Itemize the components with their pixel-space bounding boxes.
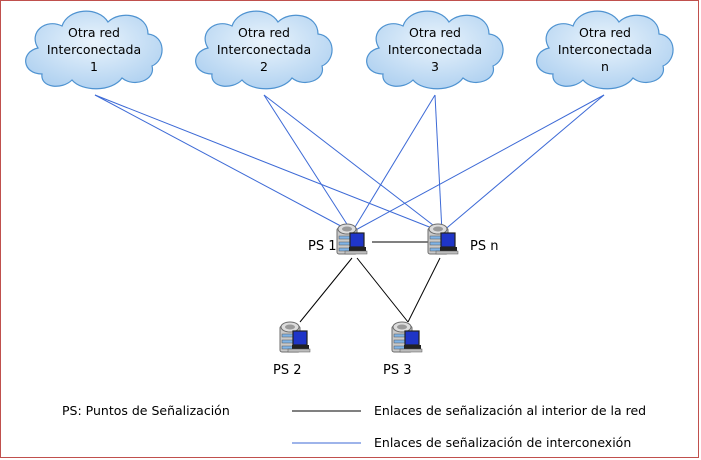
legend-abbrev: PS: Puntos de Señalización [62,403,230,418]
link-cloudn-ps1 [351,94,605,233]
link-ps1-ps3 [356,257,409,323]
ps3-label: PS 3 [383,363,412,378]
cloud-3: Otra red Interconectada 3 [366,10,504,90]
legend-interconnect-text: Enlaces de señalización de interconexión [374,435,631,450]
cloud-n: Otra red Interconectada n [536,10,674,90]
legend: PS: Puntos de Señalización Enlaces de se… [62,403,646,450]
server-icon-ps2 [279,321,311,353]
psn-label: PS n [470,239,498,254]
link-cloud1-ps1 [94,94,353,233]
ps1-label: PS 1 [308,239,337,254]
server-icon-psn [427,223,459,255]
legend-internal-text: Enlaces de señalización al interior de l… [374,403,646,418]
link-cloud1-psn [94,94,443,233]
cloud-n-line1: Otra red [579,25,631,40]
cloud-1-line3: 1 [90,59,98,74]
cloud-1-line2: Interconectada [47,42,141,57]
cloud-3-line3: 3 [431,59,439,74]
cloud-1-line1: Otra red [68,25,120,40]
cloud-2-line3: 2 [260,59,268,74]
ps2-label: PS 2 [273,363,302,378]
cloud-3-line2: Interconectada [388,42,482,57]
link-cloud3-ps1 [351,94,436,233]
cloud-3-line1: Otra red [409,25,461,40]
server-icon-ps1 [336,223,368,255]
link-ps1-ps2 [299,257,353,323]
link-psn-ps3 [407,257,441,323]
server-icon-ps3 [391,321,423,353]
cloud-2-line1: Otra red [238,25,290,40]
cloud-1: Otra red Interconectada 1 [25,10,163,90]
interconnect-links [94,94,605,233]
cloud-2: Otra red Interconectada 2 [195,10,333,90]
link-cloud2-psn [263,94,443,233]
link-cloud3-psn [434,94,443,233]
link-cloudn-psn [441,94,605,233]
cloud-n-line2: Interconectada [558,42,652,57]
cloud-n-line3: n [601,59,609,74]
cloud-2-line2: Interconectada [217,42,311,57]
link-cloud2-ps1 [263,94,353,233]
internal-links [299,241,441,323]
